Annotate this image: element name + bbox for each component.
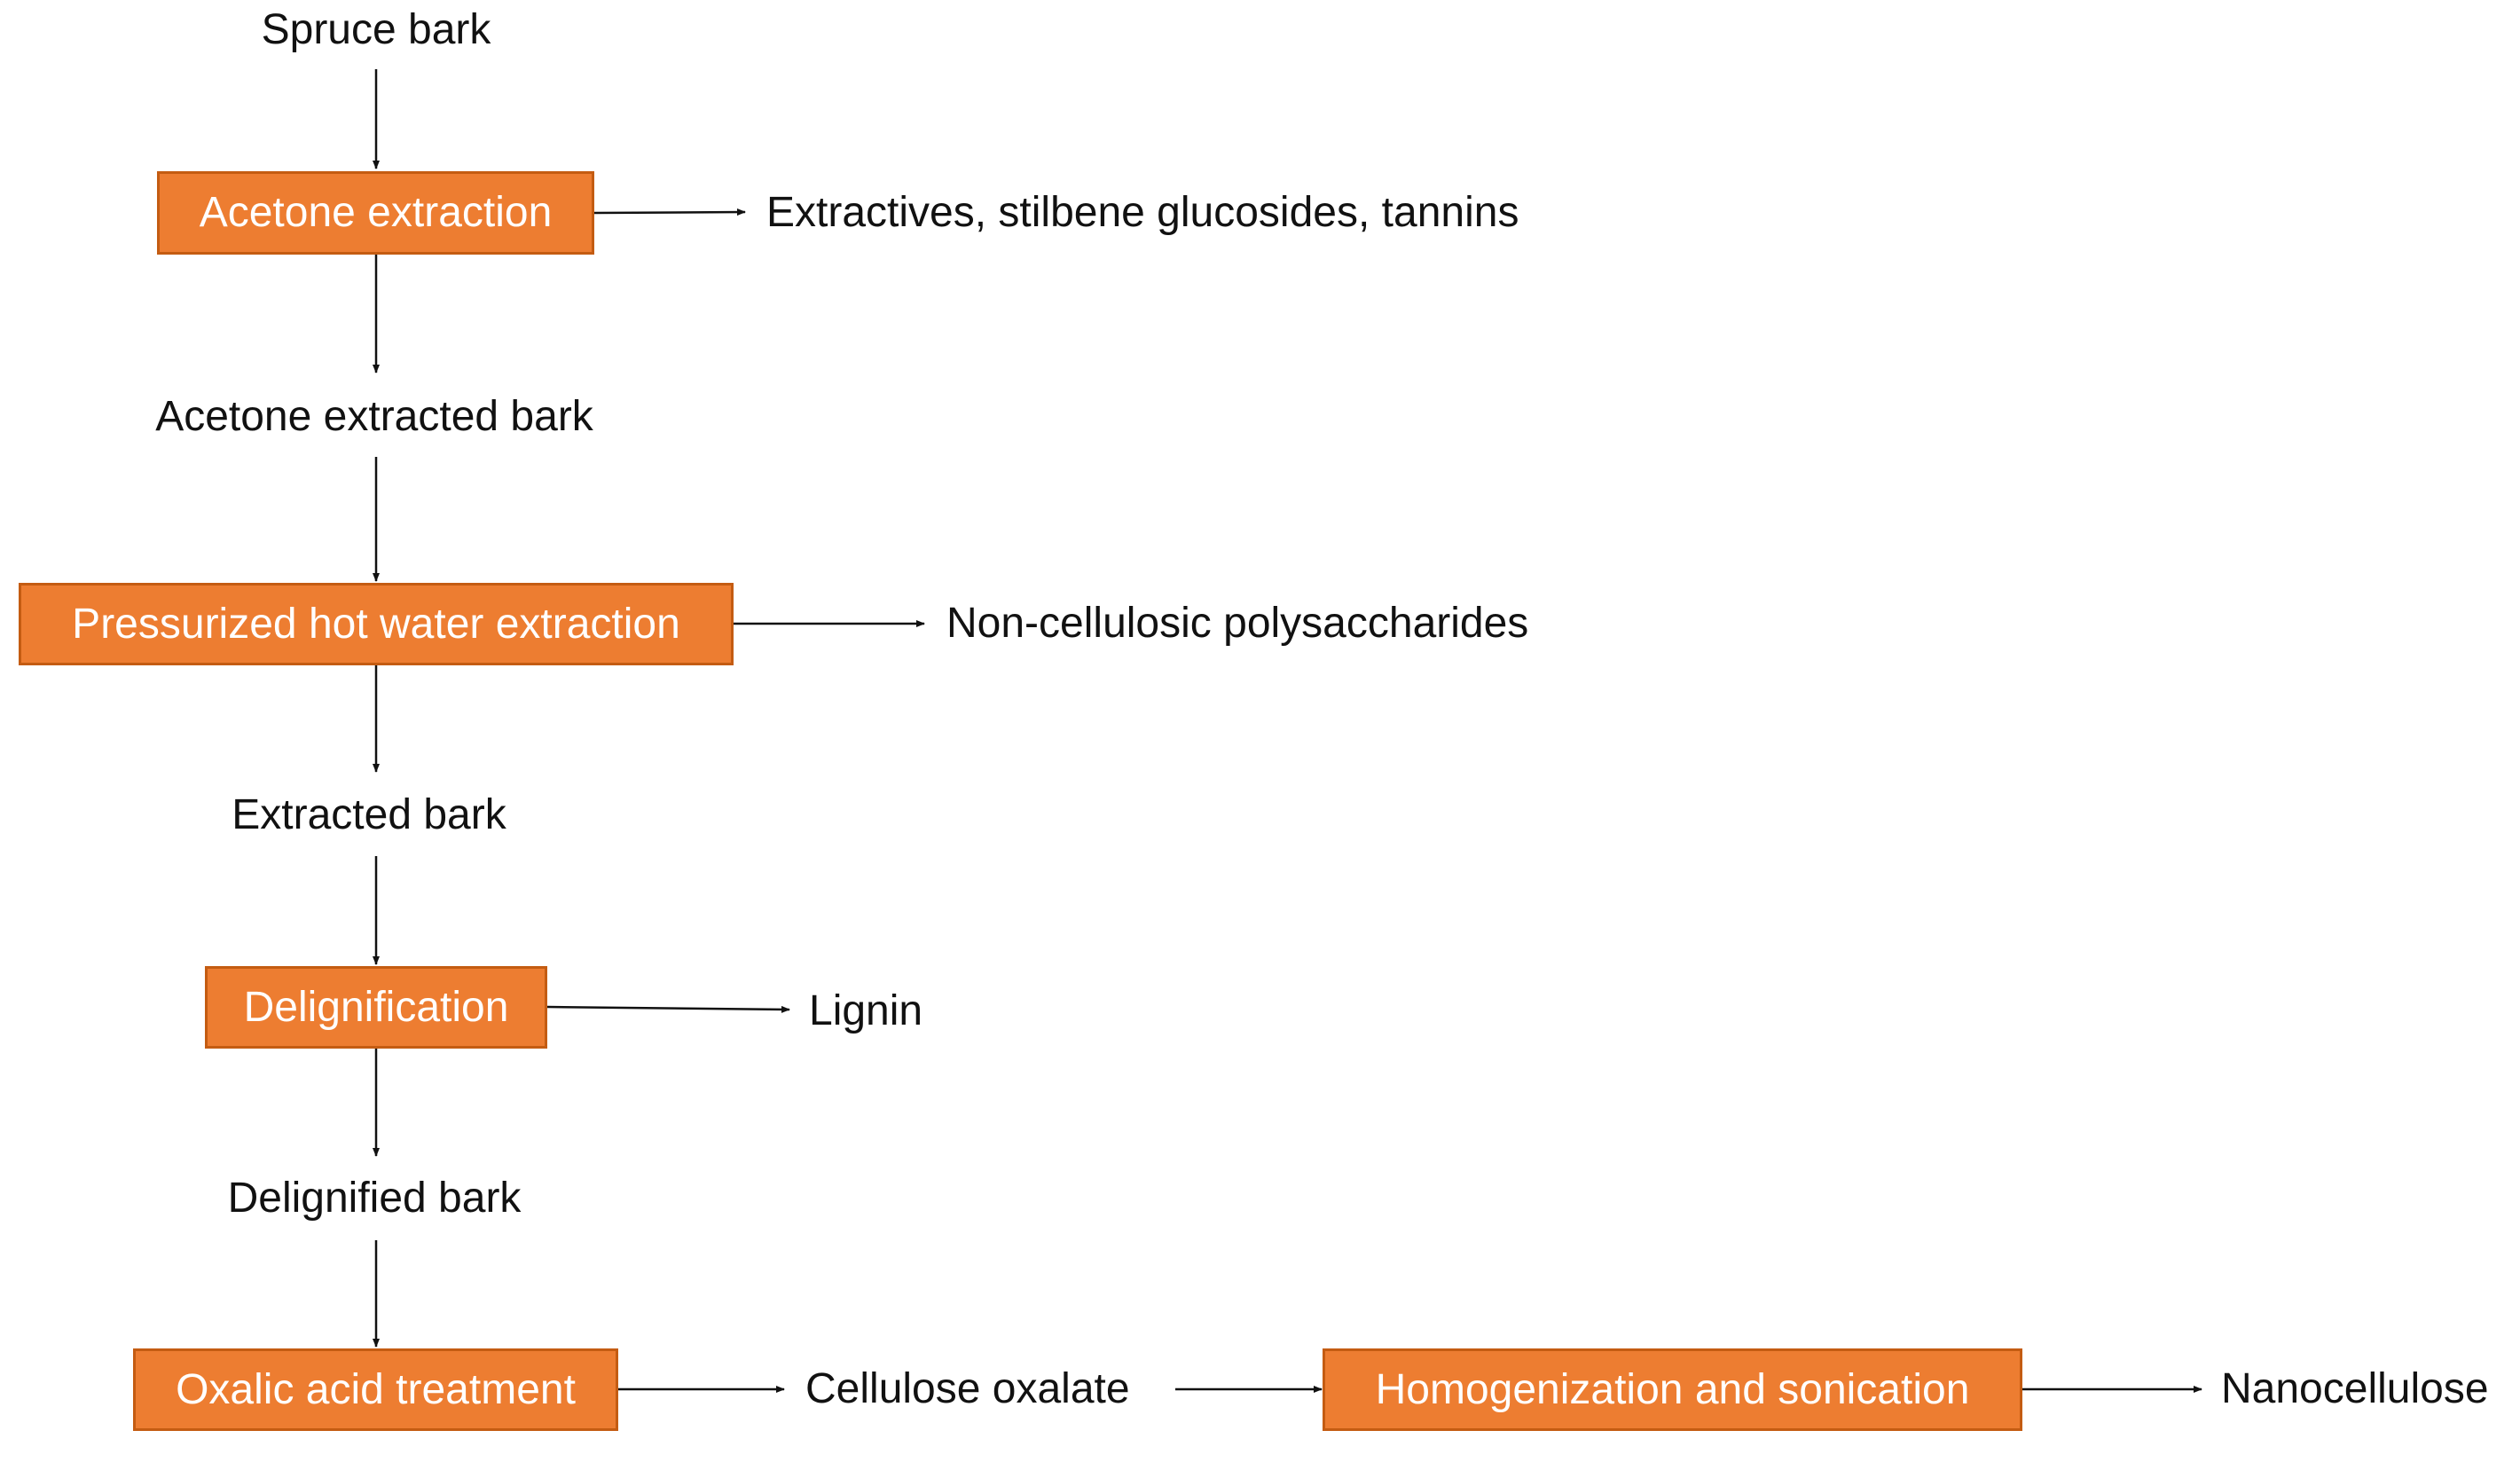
node-nanocellulose: Nanocellulose bbox=[2221, 1365, 2489, 1412]
step-oxalic-acid-treatment: Oxalic acid treatment bbox=[133, 1348, 618, 1431]
step-delignification-label: Delignification bbox=[243, 983, 509, 1031]
step-pressurized-hot-water-extraction-label: Pressurized hot water extraction bbox=[72, 600, 680, 648]
step-acetone-extraction: Acetone extraction bbox=[157, 171, 594, 255]
output-lignin: Lignin bbox=[809, 987, 923, 1034]
node-extracted-bark: Extracted bark bbox=[232, 791, 506, 838]
step-acetone-extraction-label: Acetone extraction bbox=[199, 189, 553, 236]
node-cellulose-oxalate: Cellulose oxalate bbox=[805, 1365, 1130, 1412]
arrow-delignification-to-lignin bbox=[546, 1005, 790, 1013]
step-oxalic-acid-treatment-label: Oxalic acid treatment bbox=[176, 1365, 576, 1413]
step-homogenization-and-sonication-label: Homogenization and sonication bbox=[1375, 1365, 1970, 1413]
node-delignified-bark: Delignified bark bbox=[227, 1175, 522, 1222]
arrow-acetone-to-extractives bbox=[593, 208, 746, 216]
step-delignification: Delignification bbox=[205, 966, 547, 1049]
step-pressurized-hot-water-extraction: Pressurized hot water extraction bbox=[19, 583, 734, 665]
output-non-cellulosic-polysaccharides: Non-cellulosic polysaccharides bbox=[946, 600, 1529, 647]
node-spruce-bark: Spruce bark bbox=[261, 6, 491, 53]
output-extractives: Extractives, stilbene glucosides, tannin… bbox=[766, 189, 1519, 236]
node-acetone-extracted-bark: Acetone extracted bark bbox=[155, 393, 593, 440]
step-homogenization-and-sonication: Homogenization and sonication bbox=[1323, 1348, 2022, 1431]
